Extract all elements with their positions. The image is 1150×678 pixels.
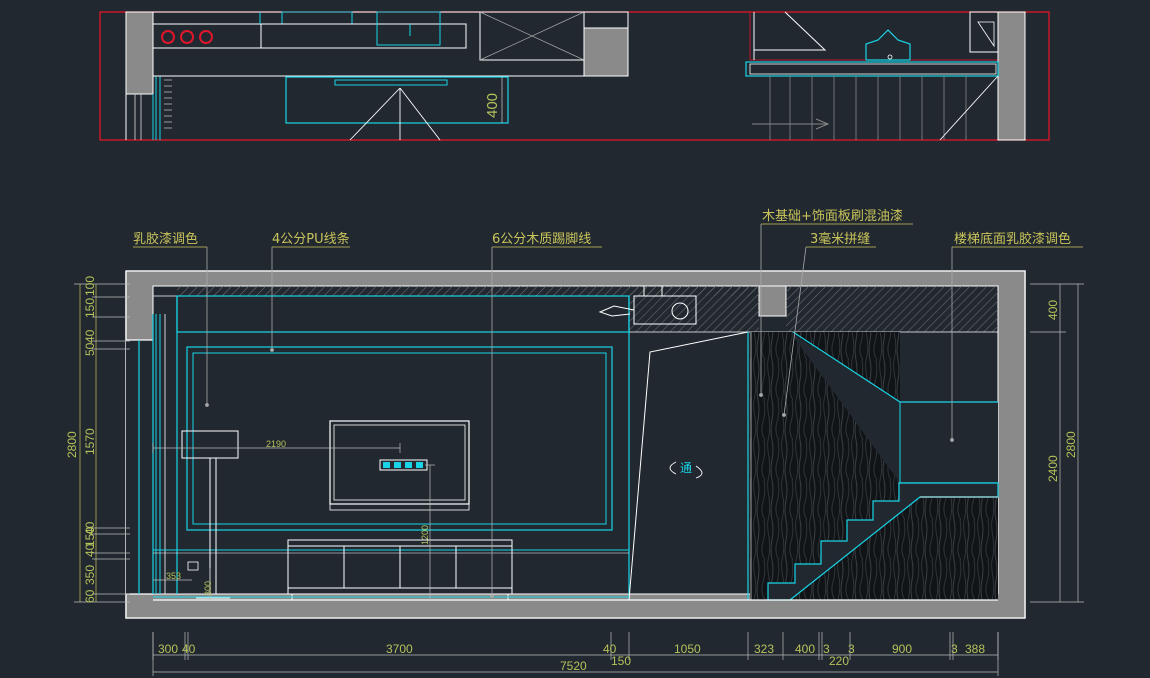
elevation-view: 通: [125, 270, 1026, 619]
dimension-bottom-segment: 323: [754, 642, 774, 656]
dimension-left-segment: 50: [83, 342, 97, 356]
dimension-bottom-segment: 400: [795, 642, 815, 656]
dimension-left-segment: 1570: [83, 428, 97, 455]
label-wood-skirting: 6公分木质踢脚线: [492, 231, 591, 247]
plan-stair-landing: [745, 61, 999, 77]
dimension-2190: 2190: [266, 439, 286, 449]
pass-through-marker: 通: [669, 461, 703, 479]
dimension-bottom-220: 220: [829, 654, 849, 668]
chair-icon: [865, 29, 911, 61]
dimension-bottom-segment: 40: [603, 642, 617, 656]
svg-text:通: 通: [680, 461, 692, 475]
dimension-bottom-segment: 1050: [674, 642, 701, 656]
dimension-left-segment: 350: [83, 565, 97, 585]
dimension-left-segment: 60: [83, 589, 97, 603]
plan-wall-left: [125, 11, 154, 95]
dimension-left-segment: 150: [83, 298, 97, 318]
bottom-dimension-segments: 300 40 3700 40 1050 323 400 3 3 900 3 388: [152, 632, 999, 660]
dimension-bottom-segment: 388: [965, 642, 985, 656]
dimension-right-400: 400: [1046, 300, 1060, 320]
dimension-left-segment: 40: [83, 543, 97, 557]
label-wood-base: 木基础+饰面板刷混油漆: [762, 208, 903, 224]
dimension-left-total: 2800: [65, 431, 79, 458]
dimension-bottom-segment: 3: [823, 642, 830, 656]
dimension-right-total: 2800: [1064, 431, 1078, 458]
air-conditioner-icon: [598, 286, 697, 325]
label-pu-line: 4公分PU线条: [272, 231, 350, 247]
plan-dimension-400: 400: [484, 93, 501, 118]
passage-opening: [628, 331, 749, 601]
label-groove: 3毫米拼缝: [810, 231, 870, 247]
inner-dimensions: [152, 443, 435, 600]
dimension-bottom-segment: 300: [158, 642, 178, 656]
dimension-right-2400: 2400: [1046, 455, 1060, 482]
stair-under-wall: [790, 332, 998, 483]
dimension-left-segment: 100: [83, 276, 97, 296]
dimension-bottom-segment: 3700: [386, 642, 413, 656]
ceiling-beam: [758, 285, 787, 317]
dimension-300: 300: [203, 581, 213, 596]
label-latex-paint: 乳胶漆调色: [133, 231, 198, 247]
tv-icon: [329, 420, 470, 511]
tv-cabinet: [287, 539, 513, 600]
plan-view: 400: [99, 11, 1050, 141]
dimension-left-segment: 40: [83, 329, 97, 343]
wall-molding-inner: [192, 352, 607, 525]
stove-burner-icon: [161, 30, 213, 44]
wall-molding-outer: [186, 346, 613, 531]
stair-direction-arrow-icon: [752, 118, 830, 130]
left-dimensions: [74, 283, 130, 603]
dimension-left-segment: 40: [83, 521, 97, 535]
dimension-bottom-total: 7520: [560, 659, 587, 673]
label-stair-bottom: 楼梯底面乳胶漆调色: [954, 231, 1071, 247]
dimension-bottom-segment: 3: [848, 642, 855, 656]
right-dimensions: [1030, 283, 1084, 603]
dimension-bottom-segment: 40: [182, 642, 196, 656]
dimension-bottom-150: 150: [611, 654, 631, 668]
dimension-left-segment: 150: [83, 527, 97, 547]
dimension-1200: 1200: [420, 525, 430, 545]
dimension-353: 353: [166, 571, 181, 581]
dimension-bottom-segment: 900: [892, 642, 912, 656]
sink-icon: [376, 11, 441, 46]
dimension-bottom-segment: 3: [951, 642, 958, 656]
annotations: [133, 223, 1083, 598]
plan-tv-cabinet: [285, 76, 509, 124]
